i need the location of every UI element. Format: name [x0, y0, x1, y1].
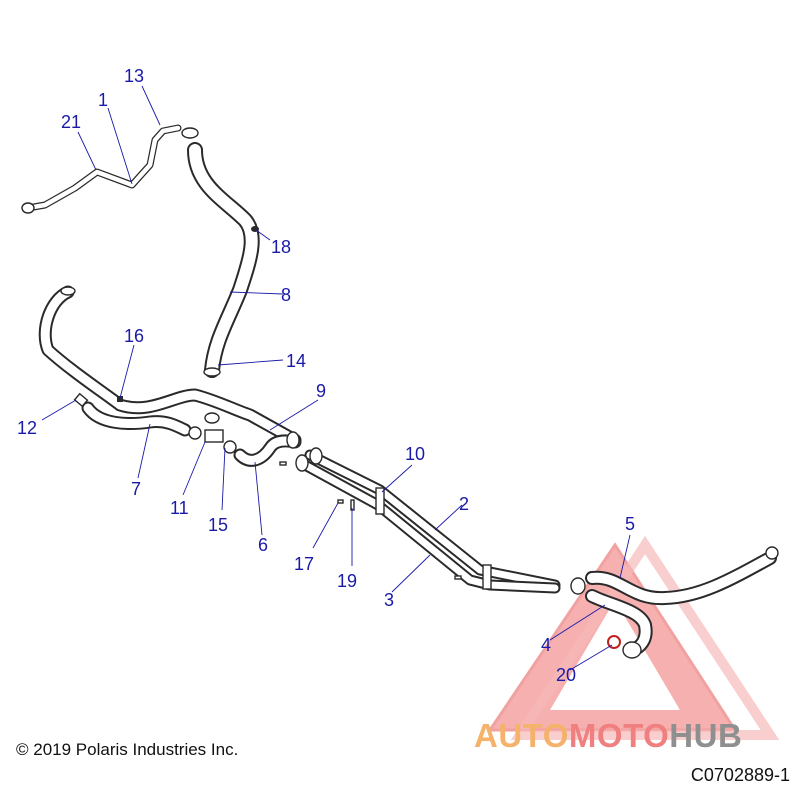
hose-4-end: [622, 641, 642, 659]
callout-6: 6: [258, 535, 268, 555]
callout-15: 15: [208, 515, 228, 535]
callout-1: 1: [98, 90, 108, 110]
screw-19: [350, 499, 355, 511]
screw-17: [337, 499, 344, 504]
tee-fitting-15: [204, 429, 224, 443]
clamp-4-5: [570, 577, 586, 595]
clamp-6: [223, 440, 237, 454]
callout-10: 10: [405, 444, 425, 464]
clamps: [21, 127, 779, 659]
callout-11: 11: [170, 498, 189, 518]
watermark-text-auto: AUTO: [474, 717, 569, 754]
clamp-top: [204, 412, 220, 424]
callout-9: 9: [316, 381, 326, 401]
screw-misc-2: [454, 575, 462, 580]
callout-16: 16: [124, 326, 144, 346]
callout-14: 14: [286, 351, 306, 371]
tube-2-end: [309, 447, 323, 465]
callout-3: 3: [384, 590, 394, 610]
callout-labels: 1 2 3 4 5 6 7 8 9 10 11 12 13 14 15 16 1…: [17, 66, 635, 685]
screw-misc-1: [279, 461, 287, 466]
tube-3-end: [295, 454, 309, 472]
callout-4: 4: [541, 635, 551, 655]
clamp-16: [117, 396, 123, 402]
clamp-9: [286, 431, 300, 449]
hose-16-end: [60, 286, 76, 296]
callout-5: 5: [625, 514, 635, 534]
watermark-text-hub: HUB: [669, 717, 743, 754]
callout-21: 21: [61, 112, 81, 132]
fitting-12: [73, 392, 89, 408]
leader-lines: [41, 85, 631, 671]
callout-8: 8: [281, 285, 291, 305]
clamp-11: [188, 426, 202, 440]
document-number: C0702889-1: [690, 765, 790, 785]
clamp-hose-5-end: [765, 546, 779, 560]
callout-12: 12: [17, 418, 37, 438]
fitting-21-end: [21, 202, 35, 214]
copyright-notice: © 2019 Polaris Industries Inc.: [16, 740, 239, 759]
callout-2: 2: [459, 494, 469, 514]
clamp-20: [607, 635, 621, 649]
bracket-3: [482, 564, 492, 590]
callout-19: 19: [337, 571, 357, 591]
callout-18: 18: [271, 237, 291, 257]
callout-13: 13: [124, 66, 144, 86]
callout-17: 17: [294, 554, 314, 574]
callout-20: 20: [556, 665, 576, 685]
callout-7: 7: [131, 479, 141, 499]
watermark-logo: [487, 535, 780, 740]
watermark-text-moto: MOTO: [568, 717, 670, 754]
watermark-text: AUTOMOTOHUB: [474, 717, 742, 755]
hose-8-end: [203, 367, 221, 377]
bracket-10: [375, 487, 385, 515]
clamp-13: [181, 127, 199, 139]
